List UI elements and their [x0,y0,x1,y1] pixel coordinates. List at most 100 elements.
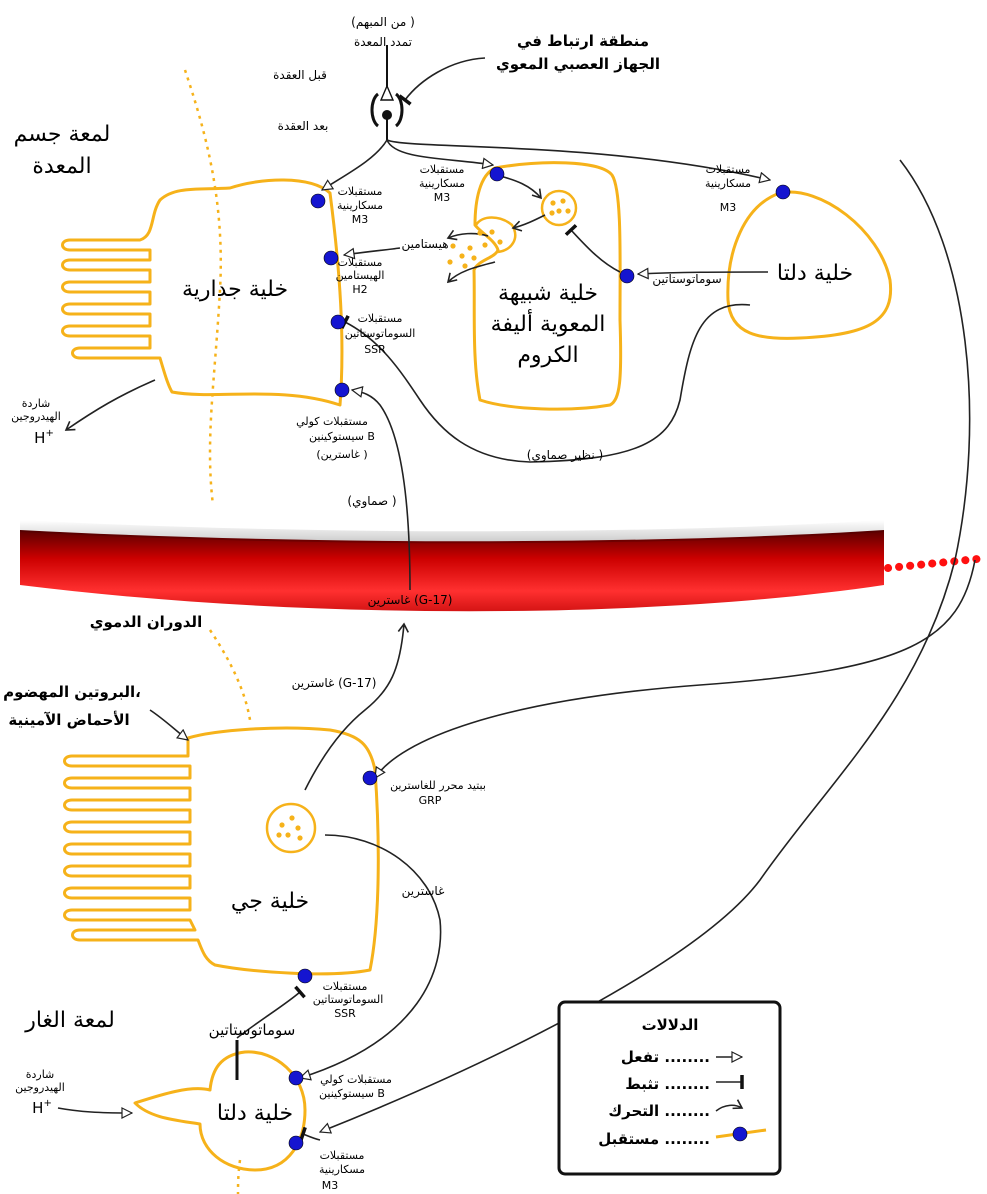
label-somatostatin-a: سوماتوستاتين [652,272,721,287]
legend-title: الدلالات [642,1016,699,1034]
vagal-to-parietal-m3-arrow [322,139,388,190]
label-circulation: الدوران الدموي [90,613,202,632]
label-g-cell: خلية جي [231,889,309,914]
granule-dot [447,259,453,265]
label-m3-a-1: مستقبلات [338,185,383,198]
receptor-ecl-m3 [489,166,505,182]
label-cck-a-2: سيستوكينين B [309,430,375,443]
label-h2-3: H2 [352,283,367,296]
receptor-parietal-h2 [323,250,339,266]
label-ssr-b-3: SSR [334,1007,356,1020]
histamine-to-h2-arrow [344,247,401,255]
label-antrum: لمعة الغار [24,1008,115,1033]
label-cck-b-2: سيستوكينين B [319,1087,385,1100]
label-ecl-3: الكروم [517,343,578,368]
label-h2-2: الهيستامين [336,269,385,282]
label-m3-c-3: M3 [720,201,737,214]
stomach-wall-dashed [183,69,223,506]
granule-dot [489,229,495,235]
label-m3-c-1: مستقبلات [706,163,751,176]
label-paracrine: (نظير صماوي ) [527,448,603,463]
legend-receptor-symbol [732,1126,748,1142]
label-stomach-body-1: لمعة جسم [14,122,111,147]
label-m3-b-1: مستقبلات [420,163,465,176]
granule-dot [471,255,477,261]
granule-dot [550,200,556,206]
gastrin-to-delta-cckb-arrow [300,834,442,1078]
granule-dot [477,230,483,236]
granule-dot [289,815,295,821]
granule-dot [560,198,566,204]
label-endocrine: (صماوي ) [347,494,396,509]
granule-dot [467,245,473,251]
hplus-to-delta-arrow [57,1108,132,1113]
ecl-cell [472,161,623,411]
ecl-vesicle-exocytosis-arrow [511,214,546,232]
label-h2-1: مستقبلات [338,256,383,269]
granule-dot [276,832,282,838]
granule-dot [459,253,465,259]
granule-dot [549,210,555,216]
label-somatostatin-b: سوماتوستاتين [209,1021,296,1039]
label-enteric-1: منطقة ارتباط في [517,32,649,50]
legend-receptor: مستقبل ........ [598,1130,710,1148]
granule-dot [285,832,291,838]
label-ecl-1: خلية شبيهة [498,281,598,306]
m3-delta-bottom-inhibition [299,1126,321,1142]
enteric-inhibition-arrow [398,57,486,106]
legend: الدلالات تفعل ........ تثبط ........ الت… [557,1000,782,1176]
gastrin-to-blood-arrow [304,622,409,791]
label-ssr-b-1: مستقبلات [323,980,368,993]
ganglion-synapse [370,45,404,140]
label-cck-a-1: مستقبلات كولي [296,415,368,428]
ecl-vesicle [540,189,578,227]
granules [276,198,571,841]
ecl-vesicle-move-arrow [499,175,542,200]
legend-activation: تفعل ........ [621,1048,710,1066]
label-delta-cell-a: خلية دلتا [777,261,853,286]
receptor-gcell-ssr [297,968,313,984]
delta-cell-top [726,190,893,340]
label-ssr-a-1: مستقبلات [358,312,403,325]
somatostatin-to-gcell-ssr [236,985,306,1039]
vagal-to-delta-m3-arrow [386,139,770,180]
antrum-wall-dashed-low [236,1159,242,1194]
receptor-parietal-cckb [334,382,350,398]
label-gastrin-g17-b: غاسترين (G-17) [292,676,377,691]
receptor-delta-m3 [775,184,791,200]
label-gastric-distension: (من المبهم ) [351,15,415,30]
label-gastric-distension-2: تمدد المعدة [354,35,412,49]
receptor-parietal-ssr [330,314,346,330]
receptor-ecl-ssr [619,268,635,284]
granule-dot [565,208,571,214]
granule-dot [556,208,562,214]
label-gastrin-g17-a: غاسترين (G-17) [368,593,453,608]
receptor-delta-m3-bottom [288,1135,304,1151]
label-parietal-cell: خلية جدارية [182,277,288,302]
label-ssr-a-3: SSR [364,343,386,356]
legend-movement-symbol [715,1099,744,1112]
label-hplus-a: H+ [34,428,54,447]
label-ssr-b-2: السوماتوستاتين [313,993,384,1006]
label-preganglionic: قبل العقدة [273,68,327,82]
label-hplus-b: H+ [32,1098,52,1117]
label-stomach-body-2: المعدة [32,154,91,179]
parietal-cell [61,178,344,407]
antrum-wall-dashed [208,629,252,721]
label-m3-d-3: M3 [322,1179,339,1192]
vagal-to-grp-arrow [375,559,976,778]
label-m3-d-2: مسكارينية [319,1163,365,1176]
protein-to-gcell-arrow [149,709,188,740]
vagal-to-ecl-m3-arrow [386,139,493,165]
label-m3-d-1: مستقبلات [320,1149,365,1162]
granule-dot [462,263,468,269]
granule-dot [279,822,285,828]
label-m3-a-3: M3 [352,213,369,226]
granule-dot [295,825,301,831]
label-m3-b-3: M3 [434,191,451,204]
label-cck-b-1: مستقبلات كولي [320,1073,392,1086]
label-hydrogen-a-2: الهيدروجين [11,410,61,423]
granule-dot [450,243,456,249]
label-enteric-2: الجهاز العصبي المعوي [496,55,660,74]
